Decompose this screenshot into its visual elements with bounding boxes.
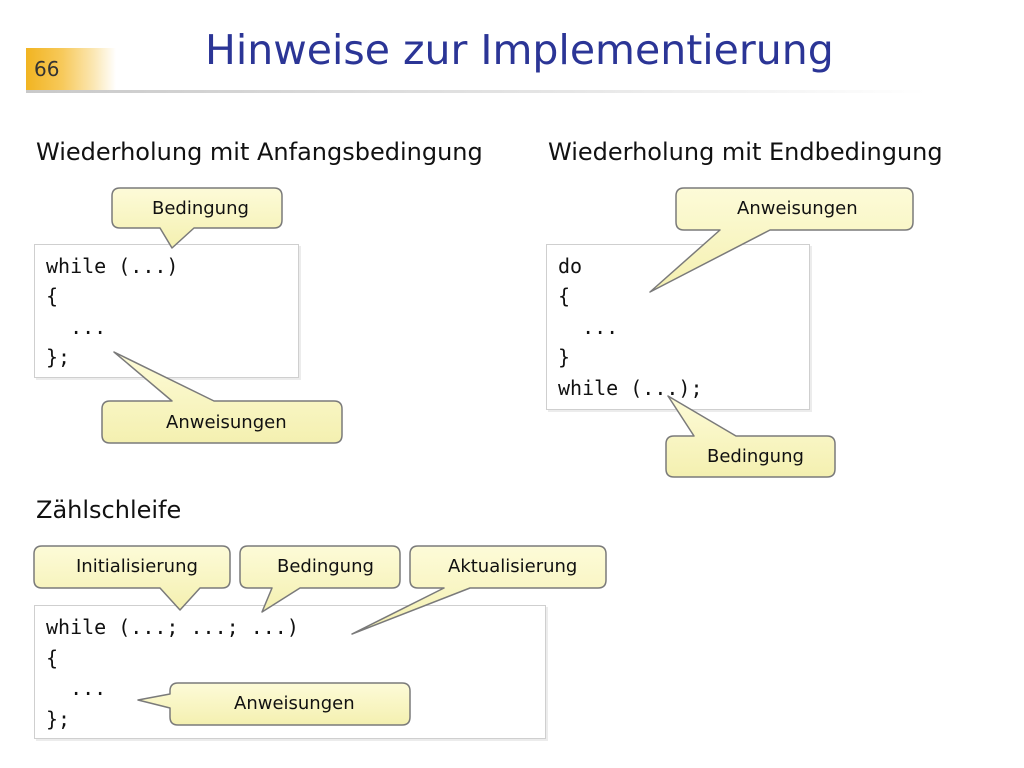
callout-anfang-statements: Anweisungen bbox=[166, 412, 287, 433]
callout-ende-statements: Anweisungen bbox=[737, 198, 858, 219]
code-line: } bbox=[558, 345, 571, 369]
code-line: { bbox=[46, 284, 59, 308]
slide-title: Hinweise zur Implementierung bbox=[205, 26, 834, 74]
callout-zaehl-update: Aktualisierung bbox=[448, 556, 578, 577]
title-divider bbox=[26, 90, 926, 93]
callout-ende-condition: Bedingung bbox=[707, 446, 804, 467]
callout-zaehl-statements: Anweisungen bbox=[234, 693, 355, 714]
code-line: ... bbox=[558, 315, 619, 339]
code-line: ... bbox=[46, 676, 107, 700]
code-line: while (...); bbox=[558, 376, 703, 400]
code-line: { bbox=[46, 646, 59, 670]
code-line: ... bbox=[46, 315, 107, 339]
code-line: }; bbox=[46, 707, 71, 731]
callout-anfang-condition: Bedingung bbox=[152, 198, 249, 219]
page-number: 66 bbox=[34, 57, 60, 81]
code-line: while (...) bbox=[46, 254, 179, 278]
code-line: while (...; ...; ...) bbox=[46, 615, 299, 639]
callout-zaehl-init: Initialisierung bbox=[76, 556, 198, 577]
code-line: { bbox=[558, 284, 571, 308]
heading-anfangsbedingung: Wiederholung mit Anfangsbedingung bbox=[36, 138, 483, 166]
heading-zaehlschleife: Zählschleife bbox=[36, 496, 182, 524]
code-line: do bbox=[558, 254, 583, 278]
callout-zaehl-condition: Bedingung bbox=[277, 556, 374, 577]
page-number-accent bbox=[26, 48, 116, 90]
code-line: }; bbox=[46, 345, 71, 369]
heading-endbedingung: Wiederholung mit Endbedingung bbox=[548, 138, 943, 166]
